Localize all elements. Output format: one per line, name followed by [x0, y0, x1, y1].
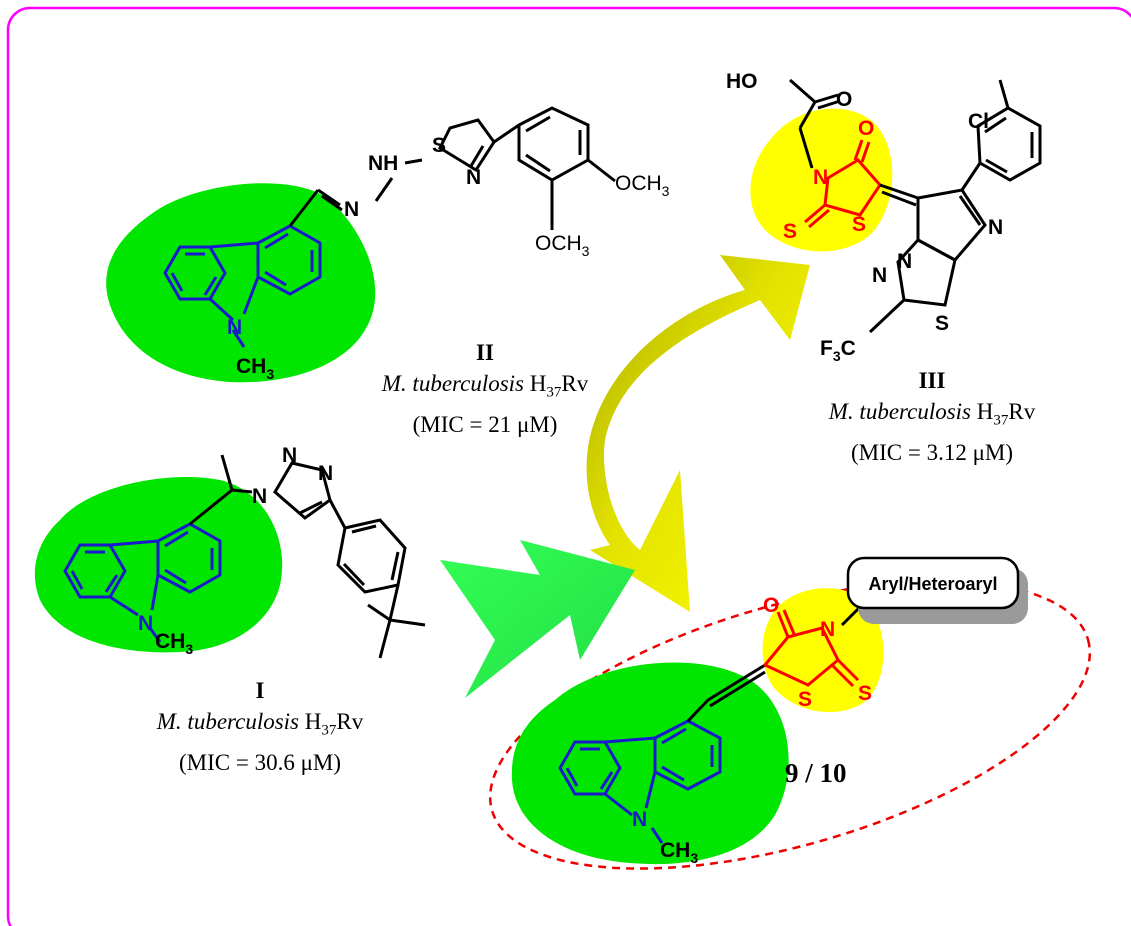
atom-S-ring-rhodanine-III: S [852, 213, 866, 236]
compound-id-I: I [255, 678, 265, 703]
compound-III-structure: O N S S HO O Cl N [726, 70, 1042, 364]
atom-OCH3-meta-II: OCH3 [535, 232, 590, 259]
carbazole-highlight-II [106, 183, 376, 383]
atom-S-ring-target: S [798, 688, 812, 711]
atom-S-thione-target: S [858, 682, 872, 705]
atom-O-target: O [763, 594, 779, 617]
atom-O-rhodanine-III: O [858, 117, 874, 140]
rhodanine-highlight-target [762, 588, 884, 713]
atom-N2-triazole-I: N [282, 444, 297, 467]
atom-N-thiadiazole-III: N [872, 264, 887, 287]
compound-II-structure: N CH3 N NH S N OCH3 OCH3 [106, 106, 670, 383]
compound-id-III: III [918, 368, 946, 393]
mic-II: (MIC = 21 μM) [412, 411, 558, 437]
caption-compound-II: II M. tuberculosis H37Rv (MIC = 21 μM) [330, 338, 640, 441]
yellow-curved-arrow [586, 255, 810, 612]
organism-I: M. tuberculosis H37Rv [156, 709, 364, 739]
organism-II: M. tuberculosis H37Rv [381, 371, 589, 401]
atom-O-carbonyl-III: O [836, 88, 852, 111]
organism-III: M. tuberculosis H37Rv [828, 399, 1036, 429]
aryl-box-label: Aryl/Heteroaryl [868, 574, 997, 594]
atom-N1-triazole-I: N [252, 485, 267, 508]
atom-OCH3-para-II: OCH3 [615, 172, 670, 199]
atom-S-thione-III: S [783, 220, 797, 243]
atom-HO-III: HO [726, 70, 758, 93]
mic-I: (MIC = 30.6 μM) [178, 749, 342, 775]
target-dashed-ellipse [488, 580, 1092, 870]
target-compound-label: 9 / 10 [785, 758, 847, 788]
atom-S-thiadiazole-III: S [935, 312, 949, 335]
rhodanine-highlight-III [750, 108, 893, 252]
compound-I-structure: N CH3 N N N [34, 444, 426, 659]
atom-F3C-III: F3C [820, 337, 856, 364]
mic-III: (MIC = 3.12 μM) [850, 439, 1014, 465]
caption-compound-III: III M. tuberculosis H37Rv (MIC = 3.12 μM… [762, 366, 1102, 469]
atom-N-thiazole-II: N [466, 166, 481, 189]
atom-N-imidazole-III: N [988, 216, 1003, 239]
rhodanine-bonds-III [804, 139, 882, 229]
atom-N-hydrazone-II: N [344, 198, 359, 221]
atom-CH3-II: CH3 [236, 355, 274, 382]
outer-frame [6, 6, 1131, 926]
hydrazone-thiazole-bonds-II [288, 106, 616, 230]
atom-N-carbazole-I: N [138, 612, 153, 635]
atom-N-rhodanine-III: N [813, 166, 828, 189]
atom-CH3-I: CH3 [155, 630, 193, 657]
carbazole-highlight-target [511, 662, 789, 865]
atom-CH3-target: CH3 [660, 839, 698, 866]
triazole-bonds-I [189, 454, 426, 659]
atom-N-carbazole-II: N [227, 316, 242, 339]
green-block-arrow [440, 540, 635, 698]
aryl-box [846, 556, 1020, 610]
compound-id-II: II [476, 340, 494, 365]
atom-NH-II: NH [368, 152, 398, 175]
atom-S-thiazole-II: S [432, 134, 446, 157]
atom-N-target: N [820, 618, 835, 641]
rhodanine-bonds-target [762, 609, 860, 688]
atom-N3-triazole-I: N [318, 462, 333, 485]
carbazole-bonds-target [558, 719, 722, 844]
atom-Cl-III: Cl [968, 110, 989, 133]
linker-bonds-target [686, 663, 766, 723]
acid-and-core-bonds-III [789, 78, 1042, 334]
target-compound-structure: N CH3 O N S S Aryl/Heteroaryl [511, 556, 1028, 866]
atom-N-carbazole-target: N [632, 808, 647, 831]
atom-N-bridge-III: N [897, 250, 912, 273]
caption-compound-I: I M. tuberculosis H37Rv (MIC = 30.6 μM) [110, 676, 410, 779]
